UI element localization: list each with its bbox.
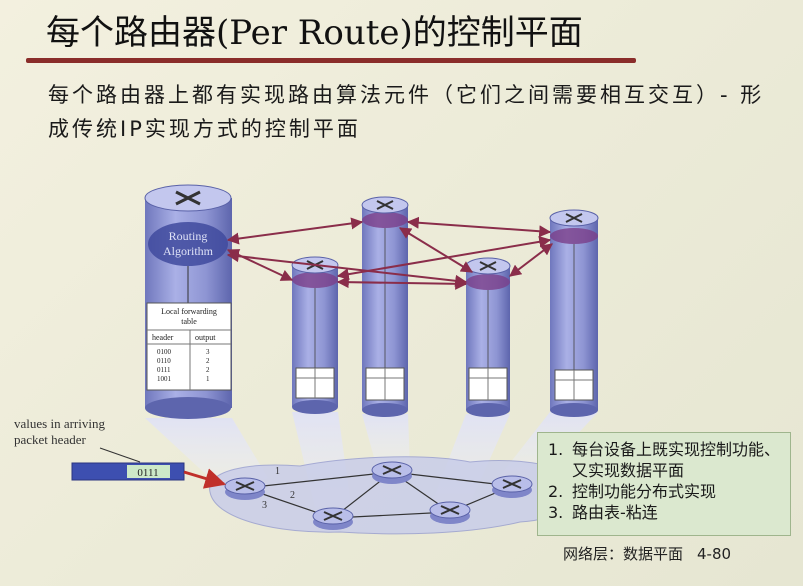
- per-router-control-plane-diagram: 1 2 3 0111 values in arriving packet hea…: [14, 184, 599, 535]
- table-cell: 2: [206, 366, 210, 374]
- local-forwarding-table: Local forwarding table header output 010…: [146, 302, 232, 391]
- note-item: 1. 每台设备上既实现控制功能、又实现数据平面: [548, 439, 790, 481]
- router-icon: [371, 461, 413, 484]
- routing-algorithm-label-line1: Routing: [169, 229, 208, 243]
- port-label-3: 3: [262, 500, 267, 511]
- packet-header-value: 0111: [137, 467, 158, 479]
- note-text: 控制功能分布式实现: [572, 482, 717, 501]
- title-underline: [26, 58, 636, 63]
- note-number: 3.: [548, 503, 564, 522]
- slide-subtitle: 每个路由器上都有实现路由算法元件（它们之间需要相互交互）- 形成传统IP实现方式…: [48, 83, 765, 141]
- table-title-line2: table: [181, 317, 197, 326]
- router-cylinder: [291, 256, 339, 414]
- notes-box: 1. 每台设备上既实现控制功能、又实现数据平面 2. 控制功能分布式实现 3. …: [537, 432, 791, 536]
- arriving-packet: 0111: [71, 462, 227, 489]
- port-label-1: 1: [275, 466, 280, 477]
- port-label-2: 2: [290, 490, 295, 501]
- table-cell: 1001: [157, 375, 172, 383]
- table-header-header: header: [152, 333, 174, 342]
- slide-title: 每个路由器(Per Route)的控制平面: [46, 13, 583, 53]
- router-cylinder: [465, 257, 511, 417]
- table-cell: 0110: [157, 357, 171, 365]
- routing-algorithm-blob: [148, 222, 228, 266]
- note-number: 1.: [548, 440, 564, 459]
- note-item: 2. 控制功能分布式实现: [548, 481, 790, 502]
- note-text: 路由表-粘连: [572, 503, 658, 522]
- table-cell: 2: [206, 357, 210, 365]
- note-text: 每台设备上既实现控制功能、又实现数据平面: [572, 440, 781, 480]
- router-cylinder-main: Routing Algorithm Local forwarding table…: [144, 184, 232, 419]
- caption-pointer: [99, 447, 141, 463]
- router-cylinder: [549, 209, 599, 417]
- router-x-icon: [175, 190, 201, 206]
- table-cell: 3: [206, 348, 210, 356]
- page-number: 4-80: [697, 545, 732, 563]
- table-title-line1: Local forwarding: [161, 307, 217, 316]
- network-routers: [224, 461, 533, 530]
- packet-caption-line1: values in arriving: [14, 416, 105, 431]
- table-cell: 0111: [157, 366, 171, 374]
- router-icon: [491, 475, 533, 498]
- router-icon: [224, 477, 266, 500]
- router-icon: [429, 501, 471, 524]
- table-cell: 0100: [157, 348, 172, 356]
- packet-caption-line2: packet header: [14, 432, 86, 447]
- router-icon: [312, 507, 354, 530]
- notes-list: 1. 每台设备上既实现控制功能、又实现数据平面 2. 控制功能分布式实现 3. …: [538, 433, 790, 523]
- table-header-output: output: [195, 333, 216, 342]
- slide-footer: 网络层：数据平面 4-80: [563, 543, 793, 564]
- note-number: 2.: [548, 482, 564, 501]
- routing-algorithm-label-line2: Algorithm: [163, 244, 214, 258]
- control-plane-links: [226, 216, 553, 290]
- footer-section: 网络层：数据平面: [563, 545, 684, 563]
- note-item: 3. 路由表-粘连: [548, 502, 790, 523]
- router-cylinder: [361, 196, 409, 417]
- table-cell: 1: [206, 375, 210, 383]
